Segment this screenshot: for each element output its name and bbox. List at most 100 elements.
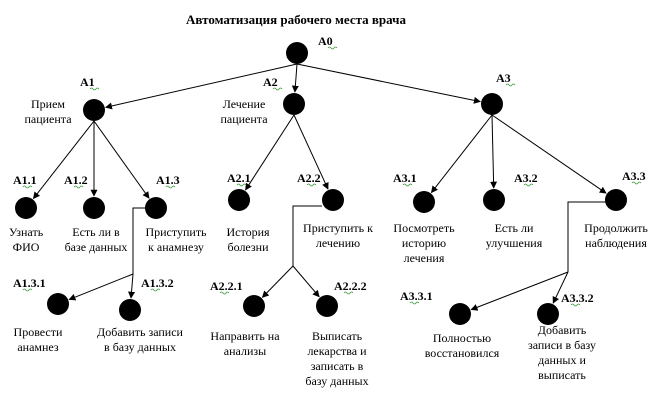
node-dot	[145, 197, 167, 219]
node-code: A2.2	[297, 171, 321, 185]
node-label-line: ФИО	[13, 240, 40, 254]
node-label-line: лекарства и	[307, 344, 367, 358]
edge-19	[552, 271, 569, 304]
node-dot	[537, 303, 559, 325]
edge-3	[32, 120, 95, 200]
node-dot	[119, 299, 141, 321]
node-dot	[228, 189, 250, 211]
node-dot	[83, 99, 105, 121]
spellcheck-mark	[327, 46, 338, 50]
spellcheck-mark	[306, 183, 317, 187]
node-code: A2.1	[227, 171, 251, 185]
spellcheck-mark	[631, 181, 642, 185]
node-code: A3.2	[514, 171, 538, 185]
node-label-line: восстановился	[425, 346, 500, 360]
node-label-line: Приступить к	[303, 221, 373, 235]
node-code: A3	[496, 71, 511, 85]
node-label-line: Приступить	[145, 225, 207, 239]
node-label-line: базу данных	[305, 374, 368, 388]
node-label-line: Добавить	[538, 323, 587, 337]
node-label-line: базе данных	[65, 240, 128, 254]
node-a3: A3	[481, 71, 516, 115]
node-code: A3.1	[393, 171, 417, 185]
edge-13	[128, 273, 136, 299]
node-code: A1	[80, 75, 95, 89]
node-code: A2.2.1	[210, 279, 243, 293]
spellcheck-mark	[22, 185, 33, 189]
node-dot	[47, 293, 69, 315]
node-label-line: Добавить записи	[97, 325, 184, 339]
edge-6	[245, 114, 295, 191]
diagram-title: Автоматизация рабочего места врача	[186, 12, 406, 27]
edge-7	[293, 114, 329, 190]
node-a0: A0	[286, 34, 338, 64]
node-label-line: улучшения	[486, 236, 543, 250]
node-label-line: лечения	[404, 251, 445, 265]
edge-10	[491, 114, 607, 194]
node-dot	[83, 197, 105, 219]
edge-16	[292, 265, 320, 298]
node-dot	[15, 197, 37, 219]
node-label-line: анализы	[224, 344, 266, 358]
node-label-line: выписать	[538, 368, 586, 382]
node-label-line: История	[226, 225, 270, 239]
node-label-line: Узнать	[9, 225, 44, 239]
node-label-line: Полностью	[433, 331, 491, 345]
node-label-line: наблюдения	[585, 236, 647, 250]
node-label-line: анамнез	[17, 340, 59, 354]
spellcheck-mark	[570, 303, 581, 307]
node-label-line: болезни	[228, 240, 270, 254]
edge-17	[567, 201, 606, 272]
spellcheck-mark	[236, 183, 247, 187]
node-label-line: к анамнезу	[148, 240, 204, 254]
node-dot	[605, 189, 627, 211]
node-label-line: Провести	[14, 325, 63, 339]
node-dot	[413, 191, 435, 213]
node-code: A0	[318, 34, 333, 48]
node-label-line: Лечение	[223, 97, 266, 111]
spellcheck-mark	[219, 291, 230, 295]
spellcheck-mark	[523, 183, 534, 187]
node-dot	[322, 189, 344, 211]
node-dot	[243, 295, 265, 317]
edge-18	[470, 271, 569, 311]
node-code: A2	[263, 75, 278, 89]
node-label-line: пациента	[220, 112, 268, 126]
node-label-line: записи в базу	[528, 338, 596, 352]
edge-15	[261, 265, 294, 298]
node-label-line: в базу данных	[104, 340, 176, 354]
spellcheck-mark	[150, 288, 161, 292]
edge-11	[132, 207, 147, 274]
spellcheck-mark	[272, 87, 283, 91]
node-dot	[483, 189, 505, 211]
node-code: A3.3.2	[561, 291, 594, 305]
node-dot	[449, 303, 471, 325]
edge-9	[490, 114, 498, 189]
edge-1	[291, 63, 299, 93]
spellcheck-mark	[343, 291, 354, 295]
node-label-line: записать в	[311, 359, 364, 373]
node-label-line: Направить на	[210, 329, 280, 343]
node-code: A1.3.1	[13, 276, 46, 290]
node-label-line: Продолжить	[584, 221, 648, 235]
edges-layer	[32, 63, 607, 311]
node-label-line: Есть ли	[495, 221, 534, 235]
node-code: A1.3	[156, 173, 180, 187]
edge-12	[68, 273, 134, 301]
spellcheck-mark	[402, 183, 413, 187]
